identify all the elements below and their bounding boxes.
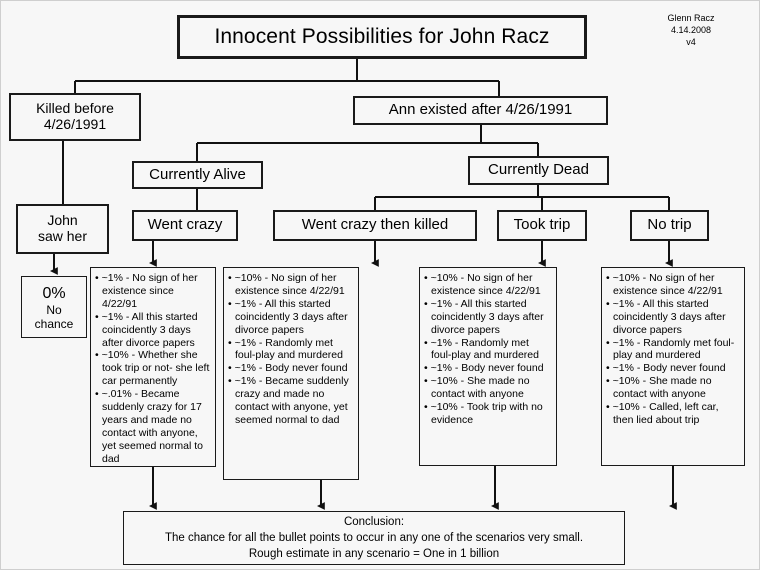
page-title: Innocent Possibilities for John Racz xyxy=(177,15,587,59)
bullet-item: ~10% - No sign of her existence since 4/… xyxy=(606,272,740,298)
bullet-item: ~1% - All this started coincidently 3 da… xyxy=(606,298,740,337)
bullet-list: ~1% - No sign of her existence since 4/2… xyxy=(95,272,211,466)
bullet-item: ~10% - Took trip with no evidence xyxy=(424,401,552,427)
node-ann-existed-after[interactable]: Ann existed after 4/26/1991 xyxy=(353,96,608,125)
zero-label-line2: chance xyxy=(34,316,74,331)
node-went-crazy-then-killed[interactable]: Went crazy then killed xyxy=(273,210,477,241)
bullet-item: ~10% - She made no contact with anyone xyxy=(606,375,740,401)
zero-percent: 0% xyxy=(42,284,66,302)
conclusion-line-2: Rough estimate in any scenario = One in … xyxy=(248,548,500,561)
bullet-item: ~10% - No sign of her existence since 4/… xyxy=(228,272,354,298)
node-john-saw-her[interactable]: John saw her xyxy=(16,204,109,254)
bullet-item: ~1% - Became suddenly crazy and made no … xyxy=(228,375,354,427)
zero-chance-box: 0% No chance xyxy=(21,276,87,338)
bullet-box-went-crazy: ~1% - No sign of her existence since 4/2… xyxy=(90,267,216,467)
conclusion-box: Conclusion: The chance for all the bulle… xyxy=(123,511,625,565)
zero-label-line1: No xyxy=(46,302,62,317)
bullet-item: ~1% - Randomly met foul-play and murdere… xyxy=(606,337,740,363)
bullet-list: ~10% - No sign of her existence since 4/… xyxy=(228,272,354,427)
node-currently-dead[interactable]: Currently Dead xyxy=(468,156,609,185)
bullet-box-took-trip: ~10% - No sign of her existence since 4/… xyxy=(419,267,557,466)
conclusion-heading: Conclusion: xyxy=(343,515,405,528)
bullet-item: ~1% - Randomly met foul-play and murdere… xyxy=(228,337,354,363)
bullet-item: ~1% - No sign of her existence since 4/2… xyxy=(95,272,211,311)
bullet-box-no-trip: ~10% - No sign of her existence since 4/… xyxy=(601,267,745,466)
bullet-item: ~1% - All this started coincidently 3 da… xyxy=(95,311,211,350)
bullet-item: ~1% - Randomly met foul-play and murdere… xyxy=(424,337,552,363)
bullet-item: ~1% - Body never found xyxy=(424,362,552,375)
bullet-list: ~10% - No sign of her existence since 4/… xyxy=(424,272,552,427)
bullet-item: ~10% - No sign of her existence since 4/… xyxy=(424,272,552,298)
bullet-item: ~1% - All this started coincidently 3 da… xyxy=(424,298,552,337)
bullet-box-went-crazy-then-killed: ~10% - No sign of her existence since 4/… xyxy=(223,267,359,480)
bullet-list: ~10% - No sign of her existence since 4/… xyxy=(606,272,740,427)
bullet-item: ~1% - Body never found xyxy=(228,362,354,375)
node-went-crazy[interactable]: Went crazy xyxy=(132,210,238,241)
bullet-item: ~10% - Whether she took trip or not- she… xyxy=(95,349,211,388)
bullet-item: ~.01% - Became suddenly crazy for 17 yea… xyxy=(95,388,211,465)
bullet-item: ~1% - All this started coincidently 3 da… xyxy=(228,298,354,337)
byline: Glenn Racz 4.14.2008 v4 xyxy=(667,13,715,47)
bullet-item: ~10% - She made no contact with anyone xyxy=(424,375,552,401)
node-took-trip[interactable]: Took trip xyxy=(497,210,587,241)
bullet-item: ~1% - Body never found xyxy=(606,362,740,375)
node-currently-alive[interactable]: Currently Alive xyxy=(132,161,263,189)
conclusion-line-1: The chance for all the bullet points to … xyxy=(164,531,584,544)
node-killed-before[interactable]: Killed before 4/26/1991 xyxy=(9,93,141,141)
node-no-trip[interactable]: No trip xyxy=(630,210,709,241)
bullet-item: ~10% - Called, left car, then lied about… xyxy=(606,401,740,427)
